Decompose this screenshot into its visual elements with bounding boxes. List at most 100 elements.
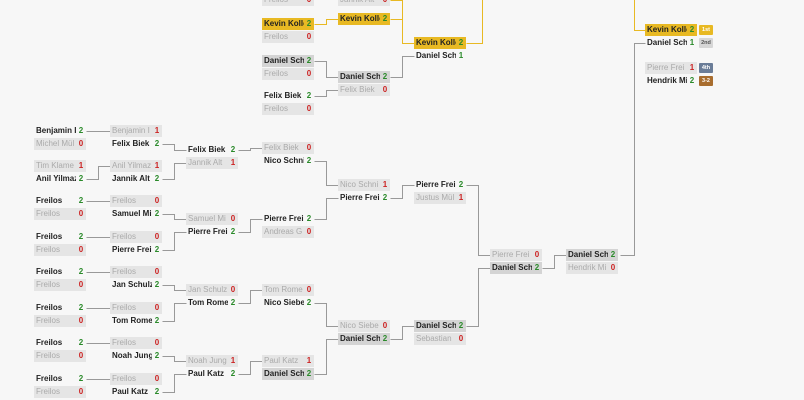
connector-line — [634, 0, 646, 31]
connector-line — [620, 43, 646, 256]
connector-line — [314, 198, 339, 220]
connector-line — [466, 185, 491, 256]
player-name: Freilos — [110, 266, 152, 278]
connector-line — [390, 56, 415, 78]
player-score: 0 — [152, 266, 162, 278]
player-score: 0 — [380, 320, 390, 332]
player-score: 2 — [78, 267, 84, 276]
player-score: 2 — [154, 209, 160, 218]
player-name: Kevin Kolle — [645, 24, 687, 36]
connector-line — [162, 374, 187, 393]
player-slot[interactable]: Jannik Alt0 — [338, 0, 390, 6]
player-score: 2 — [304, 55, 314, 67]
player-score: 0 — [228, 284, 238, 296]
player-score: 0 — [532, 249, 542, 261]
player-name: Freilos — [34, 386, 76, 398]
player-score: 2 — [78, 126, 84, 135]
player-score: 2 — [456, 320, 466, 332]
player-name: Benjamin I — [36, 126, 76, 135]
player-score: 2 — [380, 13, 390, 25]
player-score: 2 — [154, 280, 160, 289]
player-score: 2 — [230, 227, 236, 236]
player-score: 2 — [154, 351, 160, 360]
